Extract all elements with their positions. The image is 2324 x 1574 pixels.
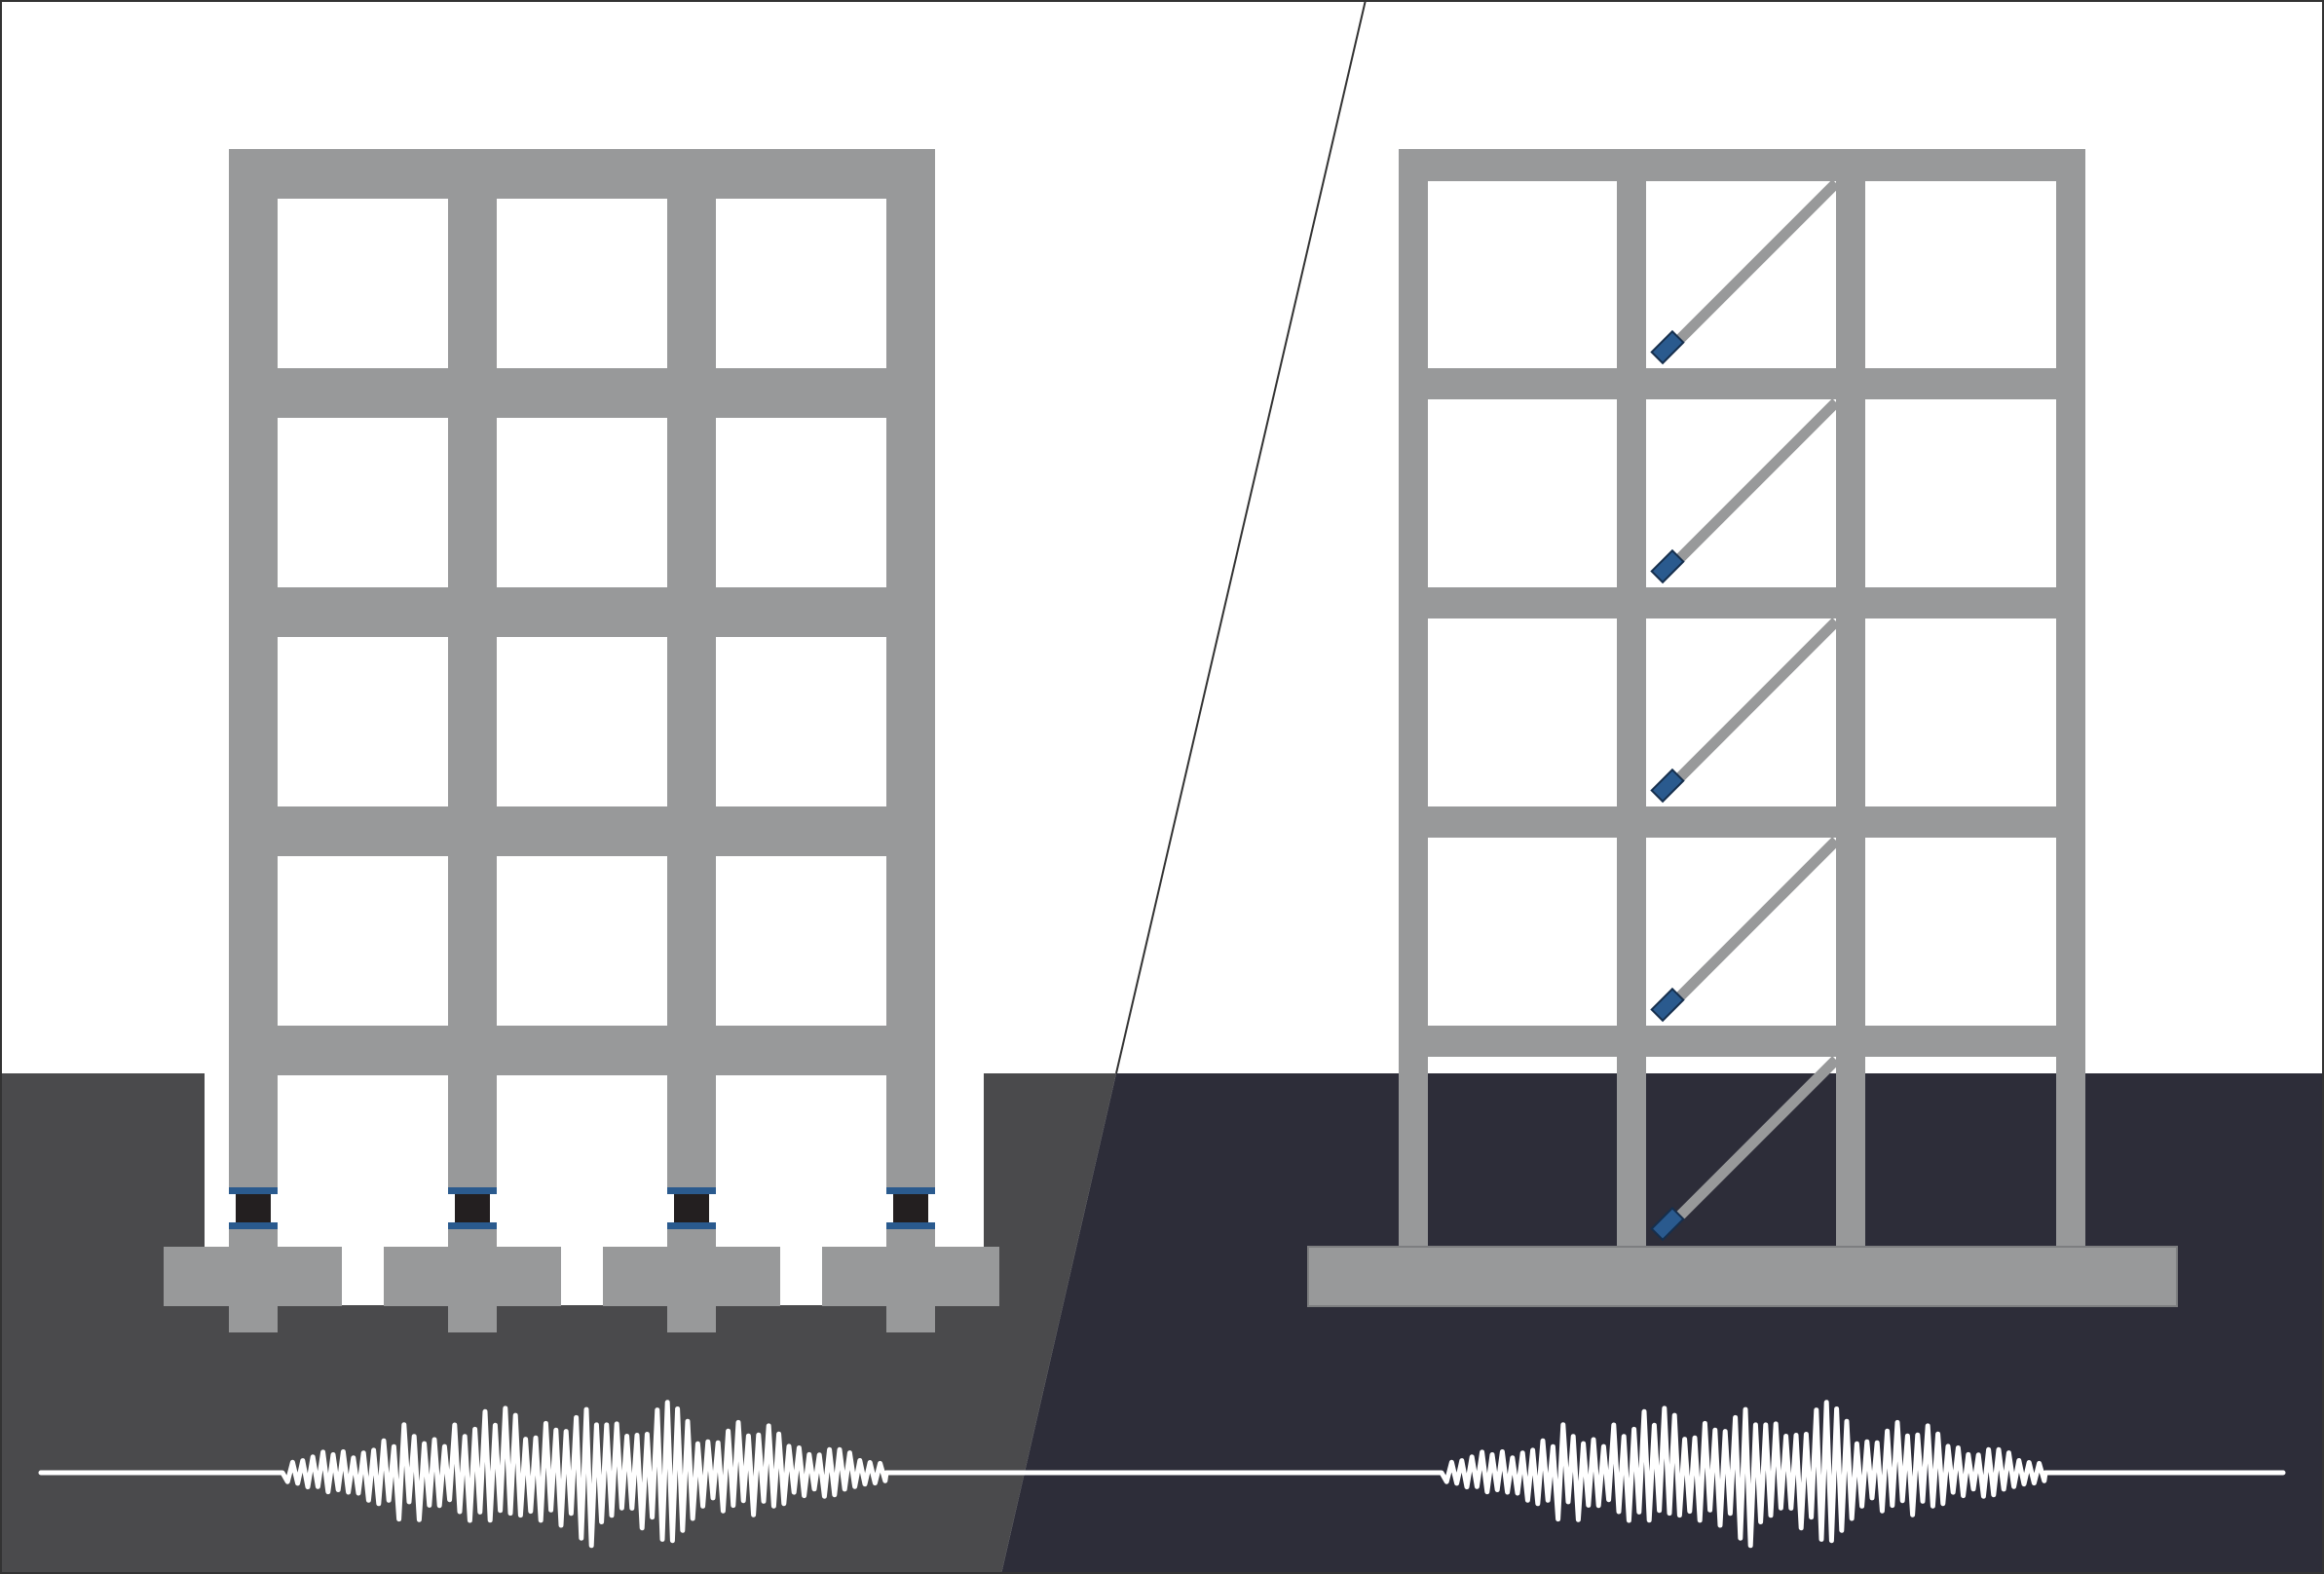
isolator-icon <box>229 1187 278 1229</box>
floor-beam <box>1399 1026 2085 1057</box>
pedestal <box>886 1225 935 1332</box>
column <box>1836 149 1865 1247</box>
floor-beam <box>1399 368 2085 399</box>
pedestal <box>667 1225 716 1332</box>
damper-icon <box>1650 1206 1685 1242</box>
isolator-icon <box>448 1187 497 1229</box>
braces <box>1657 179 1840 1239</box>
damper-icon <box>1650 987 1685 1023</box>
column <box>448 149 497 1188</box>
column <box>229 149 278 1188</box>
column <box>1399 149 1428 1247</box>
pedestal <box>448 1225 497 1332</box>
damper-icon <box>1650 768 1685 804</box>
floor-beam <box>1399 587 2085 618</box>
right-building <box>1307 149 2178 1307</box>
foundation-slab <box>1307 1246 2178 1307</box>
seismic-wave-icon <box>38 1400 1123 1549</box>
column <box>886 149 935 1188</box>
isolator-icon <box>667 1187 716 1229</box>
panel-divider <box>1115 0 1367 1074</box>
damper-icon <box>1650 329 1685 365</box>
pedestal <box>229 1225 278 1332</box>
floor-beam <box>229 806 935 856</box>
left-building <box>164 149 999 1574</box>
ground-right <box>1001 1073 2324 1574</box>
isolators <box>229 1187 935 1229</box>
floor-beam <box>1399 806 2085 838</box>
column <box>2056 149 2085 1247</box>
roof-beam <box>1399 149 2085 181</box>
floor-beam <box>229 368 935 418</box>
seismic-wave-icon <box>998 1400 2286 1549</box>
floor-beam <box>229 1026 935 1075</box>
dampers <box>1650 329 1685 1242</box>
floor-beam <box>229 587 935 637</box>
damper-icon <box>1650 548 1685 584</box>
column <box>667 149 716 1188</box>
roof-beam <box>229 149 935 199</box>
column <box>1617 149 1646 1247</box>
isolator-icon <box>886 1187 935 1229</box>
